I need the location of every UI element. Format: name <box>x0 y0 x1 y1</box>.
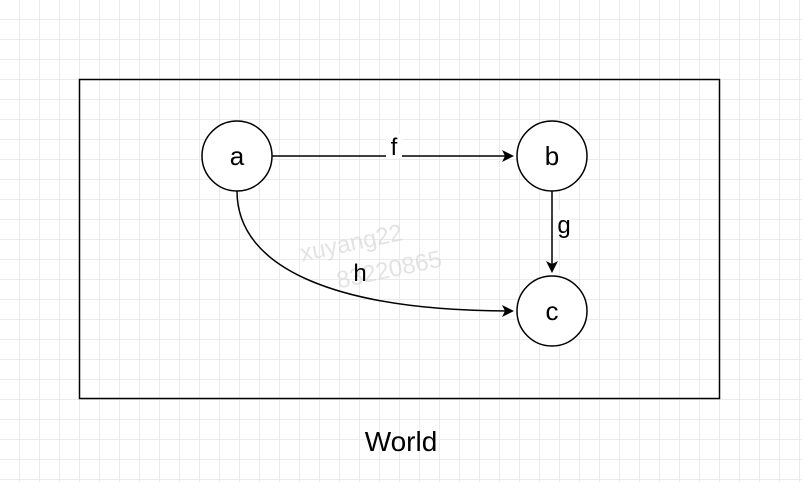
node-c-label: c <box>546 296 559 326</box>
edge-f-label-bg <box>386 134 402 158</box>
edge-h-path <box>236 190 514 317</box>
node-a[interactable]: a <box>201 120 273 192</box>
node-a-label: a <box>230 141 245 171</box>
node-b-circle <box>516 120 588 192</box>
node-b[interactable]: b <box>516 120 588 192</box>
edge-h-label: h <box>353 260 366 287</box>
world-frame[interactable] <box>78 78 721 400</box>
edge-f-label: f <box>391 134 398 161</box>
edge-h[interactable]: h <box>236 190 514 317</box>
watermark: xuyang22 83220865 <box>298 219 444 294</box>
edge-f[interactable]: f <box>272 134 514 162</box>
edge-g-label-bg <box>554 210 572 236</box>
node-c-circle <box>516 275 588 347</box>
edge-g-label: g <box>557 212 570 239</box>
world-caption: World <box>365 426 438 457</box>
edge-g[interactable]: g <box>546 191 572 273</box>
node-a-circle <box>201 120 273 192</box>
node-c[interactable]: c <box>516 275 588 347</box>
node-b-label: b <box>545 141 559 171</box>
